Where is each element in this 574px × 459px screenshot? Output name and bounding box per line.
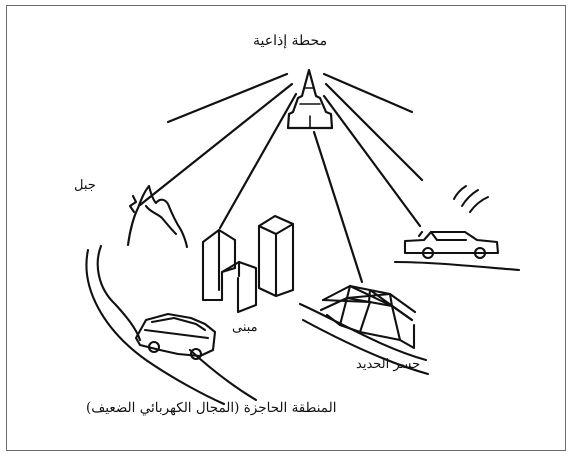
buildings-icon — [203, 216, 293, 312]
signal-arcs — [454, 186, 488, 212]
mountain-label: جبل — [74, 179, 96, 192]
shadow-zone-label: المنطقة الحاجزة (المجال الكهربائي الضعيف… — [86, 402, 336, 416]
mountain-icon — [128, 186, 187, 247]
car-icon — [136, 314, 215, 359]
radio-wave-lines — [140, 74, 422, 282]
receiving-car-icon — [395, 232, 519, 270]
broadcast-station-label: محطة إذاعية — [253, 34, 327, 48]
iron-bridge-label: جسر الحديد — [356, 358, 420, 371]
building-label: مبنى — [232, 321, 258, 334]
